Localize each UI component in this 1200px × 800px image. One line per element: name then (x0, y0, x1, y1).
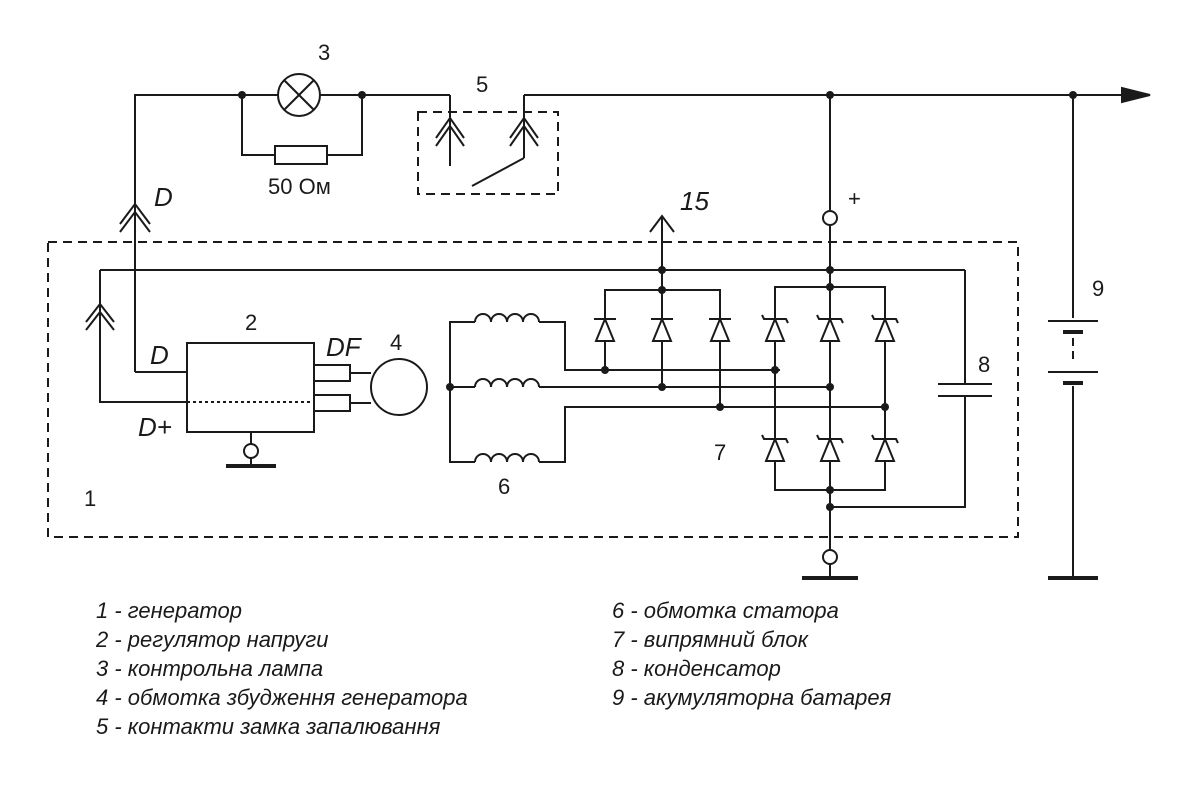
voltage-regulator (186, 342, 315, 433)
output-arrow (1121, 86, 1151, 104)
connector-ign-2 (509, 124, 539, 147)
connector-d-top-2 (119, 202, 151, 225)
label-terminal-dplus: D+ (138, 412, 172, 442)
label-rectifier: 7 (714, 440, 726, 465)
generator-boundary (47, 241, 1019, 538)
ignition-switch-boundary (417, 111, 559, 195)
label-terminal-d-reg: D (150, 340, 169, 370)
junction-dots (238, 91, 1077, 511)
legend-item: 8 - конденсатор (612, 656, 781, 681)
label-ignition: 5 (476, 72, 488, 97)
field-winding (370, 358, 428, 416)
legend-item: 2 - регулятор напруги (96, 627, 329, 652)
resistor (274, 145, 328, 165)
label-generator: 1 (84, 486, 96, 511)
df-connector-1 (313, 364, 351, 382)
label-resistor: 50 Ом (268, 174, 331, 199)
zener-diode-bottom-3 (871, 427, 899, 473)
label-field-winding: 4 (390, 330, 402, 355)
battery (1048, 95, 1098, 580)
top-wiring (134, 94, 1125, 232)
zener-diode-top-3 (871, 307, 899, 353)
zener-diode-top-2 (816, 307, 844, 353)
label-stator: 6 (498, 474, 510, 499)
label-lamp: 3 (318, 40, 330, 65)
diode-3 (708, 307, 732, 353)
zener-diode-top-1 (761, 307, 789, 353)
zener-diode-bottom-2 (816, 427, 844, 473)
connector-ign-2b (509, 116, 539, 139)
label-regulator: 2 (245, 310, 257, 335)
control-lamp (277, 73, 321, 117)
label-terminal-15: 15 (680, 186, 709, 216)
legend-item: 3 - контрольна лампа (96, 656, 324, 681)
legend-right: 6 - обмотка статора 7 - випрямний блок 8… (612, 596, 891, 712)
legend-item: 1 - генератор (96, 598, 242, 623)
legend-item: 4 - обмотка збудження генератора (96, 685, 468, 710)
legend-item: 9 - акумуляторна батарея (612, 685, 892, 710)
legend-item: 7 - випрямний блок (612, 627, 809, 652)
label-capacitor: 8 (978, 352, 990, 377)
label-terminal-df: DF (326, 332, 363, 362)
label-battery: 9 (1092, 276, 1104, 301)
zener-diode-bottom-1 (761, 427, 789, 473)
capacitor (830, 270, 992, 508)
legend-item: 6 - обмотка статора (612, 598, 839, 623)
connector-ign-1b (435, 116, 465, 139)
df-connector-2 (313, 394, 351, 412)
label-terminal-d-top: D (154, 182, 173, 212)
diode-2 (650, 307, 674, 353)
legend-left: 1 - генератор 2 - регулятор напруги 3 - … (96, 596, 468, 741)
legend-item: 5 - контакти замка запалювання (96, 714, 441, 739)
diode-1 (593, 307, 617, 353)
label-plus: + (848, 186, 861, 211)
stator-winding (449, 313, 888, 463)
